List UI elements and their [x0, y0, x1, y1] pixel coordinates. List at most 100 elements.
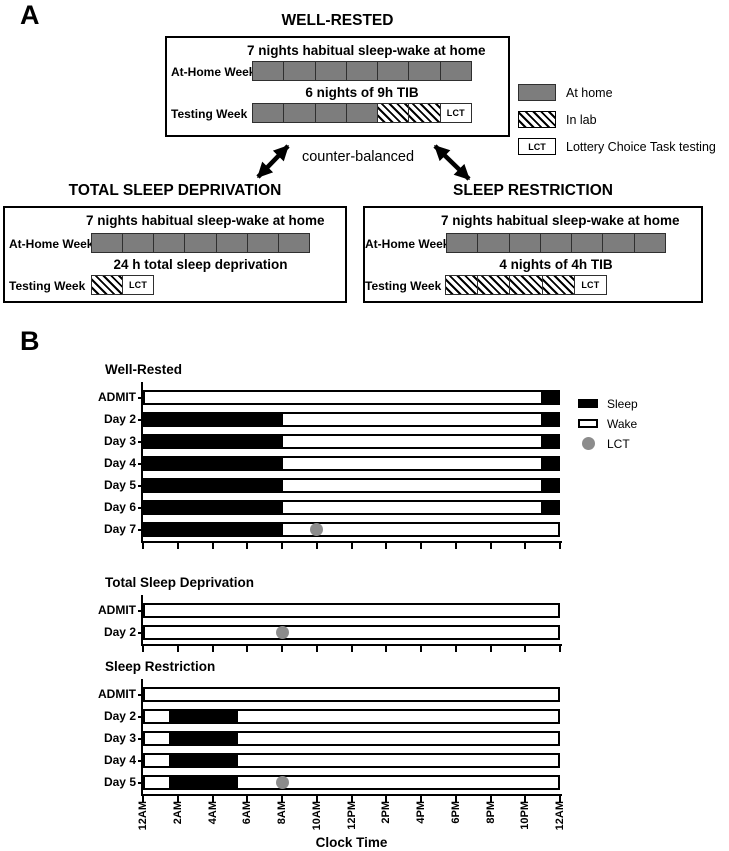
- row-tick: [138, 418, 143, 421]
- axis-tick: [142, 796, 144, 802]
- axis-tick: [489, 646, 492, 652]
- at-home-week-label: At-Home Week: [365, 237, 450, 251]
- sleep-segment: [169, 709, 238, 724]
- axis-tick: [176, 646, 179, 652]
- condition-box: 7 nights habitual sleep-wake at home At-…: [165, 36, 510, 137]
- row-tick: [138, 737, 143, 740]
- axis-tick: [350, 543, 353, 549]
- row-tick: [138, 396, 143, 399]
- at-home-cell: [346, 62, 379, 80]
- axis-tick: [142, 543, 144, 549]
- lab-swatch: [518, 111, 556, 128]
- lct-cell: LCT: [123, 276, 153, 294]
- wake-swatch: [578, 419, 598, 428]
- legend-item: Wake: [578, 417, 638, 431]
- row-tick: [138, 693, 143, 696]
- sleep-segment: [145, 434, 283, 449]
- at-home-cell: [253, 62, 285, 80]
- legend-item: In lab: [518, 111, 716, 128]
- counterbalance-arrow-right: [433, 144, 471, 181]
- sleep-segment: [540, 500, 558, 515]
- counterbalance-arrow-left: [256, 144, 290, 179]
- in-lab-cell: [446, 276, 479, 294]
- at-home-week-label: At-Home Week: [9, 237, 94, 251]
- lct-dot: [275, 776, 289, 789]
- row-label: Day 5: [103, 478, 136, 492]
- condition-box: 7 nights habitual sleep-wake at home At-…: [363, 206, 703, 303]
- timeline-row: Day 2: [104, 625, 560, 640]
- timeline-row: Day 6: [104, 500, 560, 515]
- at-home-cell: [185, 234, 217, 252]
- testing-week-label: Testing Week: [171, 107, 248, 121]
- testing-week-label: Testing Week: [9, 279, 86, 293]
- axis-tick: [559, 646, 561, 652]
- in-lab-cell: [510, 276, 543, 294]
- sleep-segment: [145, 500, 283, 515]
- at-home-cell: [634, 234, 665, 252]
- axis-tick: [385, 646, 388, 652]
- testing-week-caption: 4 nights of 4h TIB: [499, 257, 613, 272]
- at-home-week-caption: 7 nights habitual sleep-wake at home: [441, 213, 680, 228]
- at-home-cell: [440, 62, 471, 80]
- at-home-cell: [278, 234, 309, 252]
- condition-title: TOTAL SLEEP DEPRIVATION: [68, 182, 282, 199]
- axis-tick: [281, 543, 283, 549]
- testing-week-caption: 24 h total sleep deprivation: [113, 257, 288, 272]
- row-label: Day 7: [103, 522, 136, 536]
- legend-item: At home: [518, 84, 716, 101]
- in-lab-cell: [409, 104, 441, 122]
- legend-label: Sleep: [607, 396, 638, 411]
- axis-tick: [246, 646, 249, 652]
- at-home-cell: [284, 62, 316, 80]
- sleep-segment: [540, 456, 558, 471]
- in-lab-cell: [378, 104, 410, 122]
- sleep-segment: [540, 434, 558, 449]
- row-tick: [138, 631, 143, 634]
- axis-tick: [142, 646, 144, 652]
- row-label: Day 3: [103, 731, 136, 745]
- x-axis: [141, 541, 562, 543]
- sleep-segment: [169, 753, 238, 768]
- at-home-cell: [378, 62, 410, 80]
- row-label: Day 4: [103, 753, 136, 767]
- axis-tick: [211, 543, 214, 549]
- panel-b-label: B: [20, 326, 40, 356]
- x-axis: [141, 644, 562, 646]
- lct-cell: LCT: [574, 276, 607, 294]
- timeline-row: ADMIT: [98, 603, 560, 618]
- axis-tick: [246, 796, 249, 802]
- axis-tick: [281, 646, 283, 652]
- row-label: Day 3: [103, 434, 136, 448]
- condition-title: WELL-RESTED: [281, 12, 394, 29]
- timeline-row: Day 4: [104, 456, 560, 471]
- row-tick: [138, 484, 143, 487]
- axis-tick: [454, 646, 457, 652]
- row-tick: [138, 609, 143, 612]
- at-home-cell: [572, 234, 604, 252]
- axis-tick: [454, 796, 457, 802]
- at-home-cell: [315, 104, 347, 122]
- at-home-cell: [509, 234, 541, 252]
- row-tick: [138, 715, 143, 718]
- at-home-week-bar: [252, 61, 472, 81]
- axis-tick: [246, 543, 249, 549]
- timeline-row: Day 2: [104, 412, 560, 427]
- at-home-week-label: At-Home Week: [171, 65, 256, 79]
- row-label: Day 2: [103, 709, 136, 723]
- timeline-row: Day 3: [104, 434, 560, 449]
- at-home-cell: [253, 104, 285, 122]
- at-home-cell: [540, 234, 573, 252]
- axis-tick: [315, 796, 318, 802]
- row-tick: [138, 506, 143, 509]
- lct-cell: LCT: [440, 104, 471, 122]
- legend-label: Lottery Choice Task testing: [566, 139, 716, 154]
- sleep-segment: [145, 478, 283, 493]
- testing-week-bar: LCT: [252, 103, 472, 123]
- row-tick: [138, 781, 143, 784]
- axis-tick: [211, 646, 214, 652]
- y-axis: [141, 595, 143, 646]
- timeline-row: Day 5: [104, 478, 560, 493]
- row-label: ADMIT: [98, 687, 136, 701]
